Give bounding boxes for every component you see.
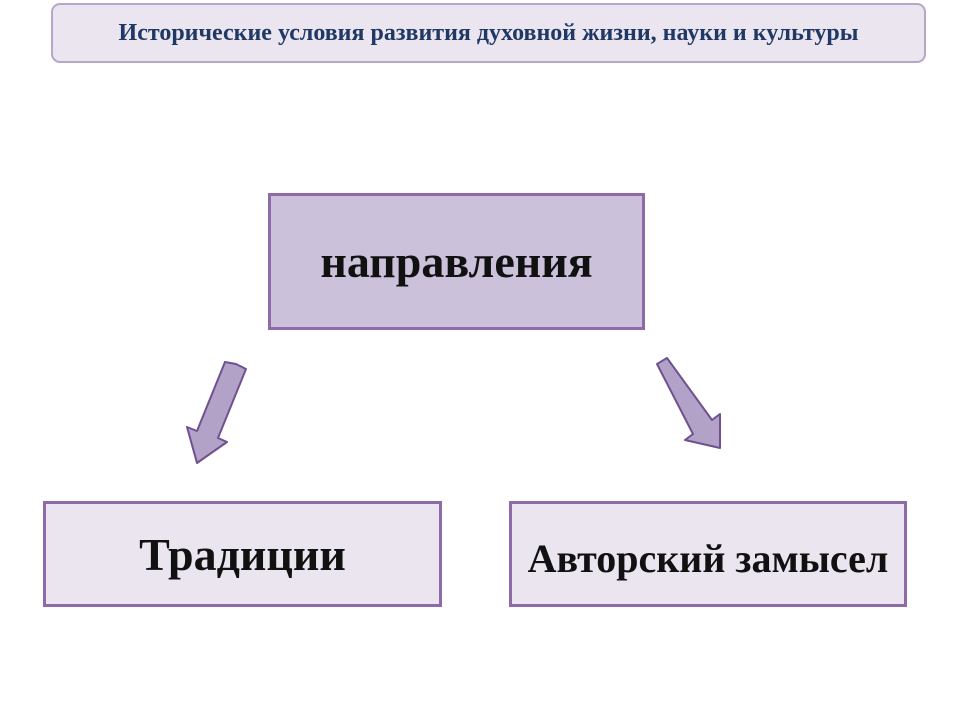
arrow-left — [186, 361, 247, 464]
arrow-right — [656, 357, 721, 449]
node-authors-intent: Авторский замысел — [509, 501, 907, 607]
slide-title: Исторические условия развития духовной ж… — [51, 3, 926, 63]
node-directions: направления — [268, 193, 645, 330]
node-traditions: Традиции — [43, 501, 442, 607]
